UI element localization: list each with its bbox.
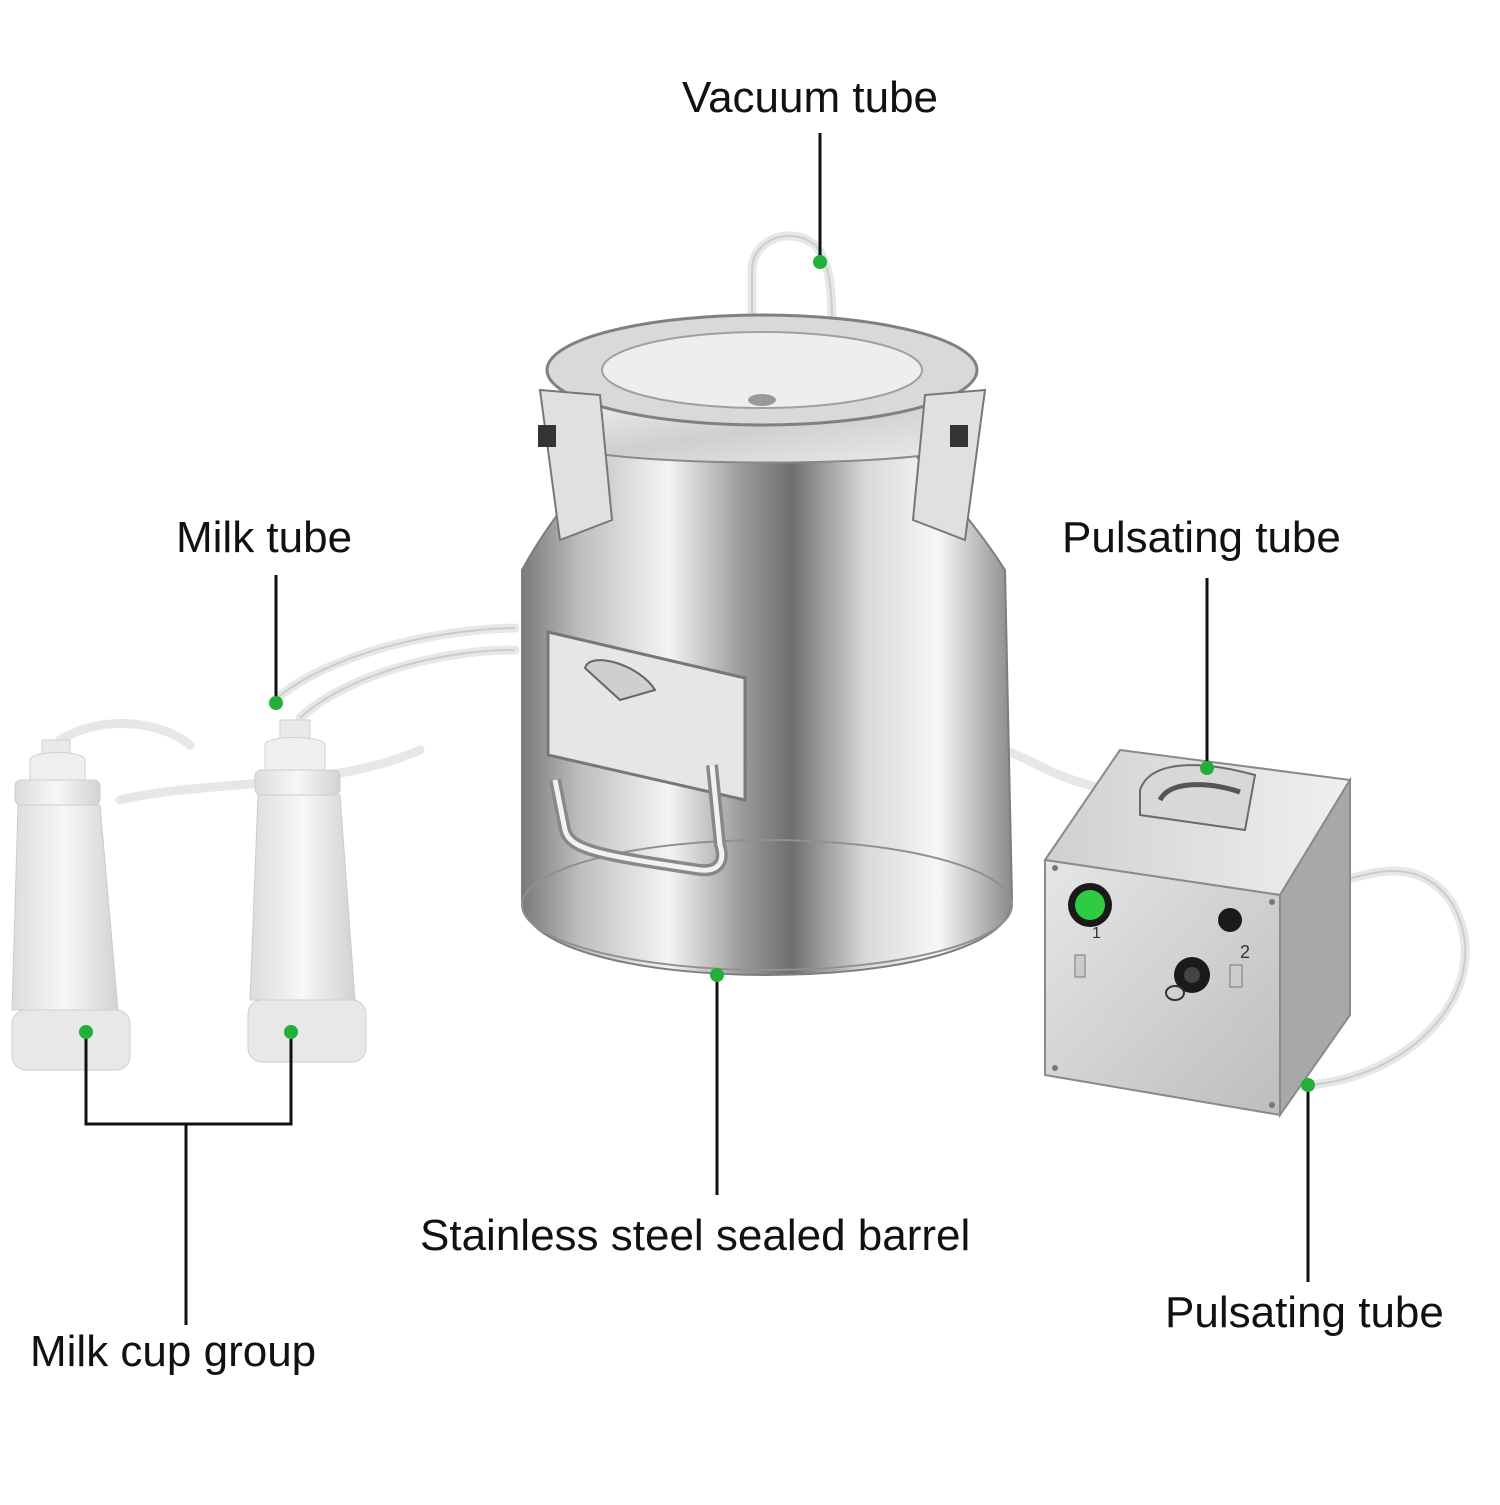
label-milk-tube: Milk tube	[176, 513, 353, 562]
pulsator-pump-box: 1 2	[1043, 748, 1352, 1119]
dot-milk-cup-right	[284, 1025, 298, 1039]
claw-tube-left	[55, 719, 195, 750]
dot-barrel	[710, 968, 724, 982]
dot-pulsating-tube-bottom	[1301, 1078, 1315, 1092]
dot-vacuum-tube	[813, 255, 827, 269]
milk-tube-lower	[295, 645, 520, 723]
port-2-marking: 2	[1240, 942, 1250, 962]
label-vacuum-tube: Vacuum tube	[682, 73, 939, 122]
pulsating-tube-upper	[1005, 747, 1115, 795]
milk-cup-left	[11, 739, 131, 1071]
dot-milk-tube	[269, 696, 283, 710]
stainless-barrel	[521, 313, 1014, 976]
label-barrel: Stainless steel sealed barrel	[420, 1211, 971, 1260]
leader-lines	[84, 133, 1310, 1325]
port-1-marking: 1	[1092, 925, 1101, 942]
milk-cup-right	[247, 719, 367, 1063]
dot-milk-cup-left	[79, 1025, 93, 1039]
label-pulsating-tube-bottom: Pulsating tube	[1165, 1288, 1444, 1337]
leader-milk-cup-group	[84, 1032, 293, 1325]
label-pulsating-tube-top: Pulsating tube	[1062, 513, 1341, 562]
label-milk-cup-group: Milk cup group	[30, 1327, 317, 1376]
marker-dots	[79, 255, 1315, 1092]
dot-pulsating-tube-top	[1200, 761, 1214, 775]
